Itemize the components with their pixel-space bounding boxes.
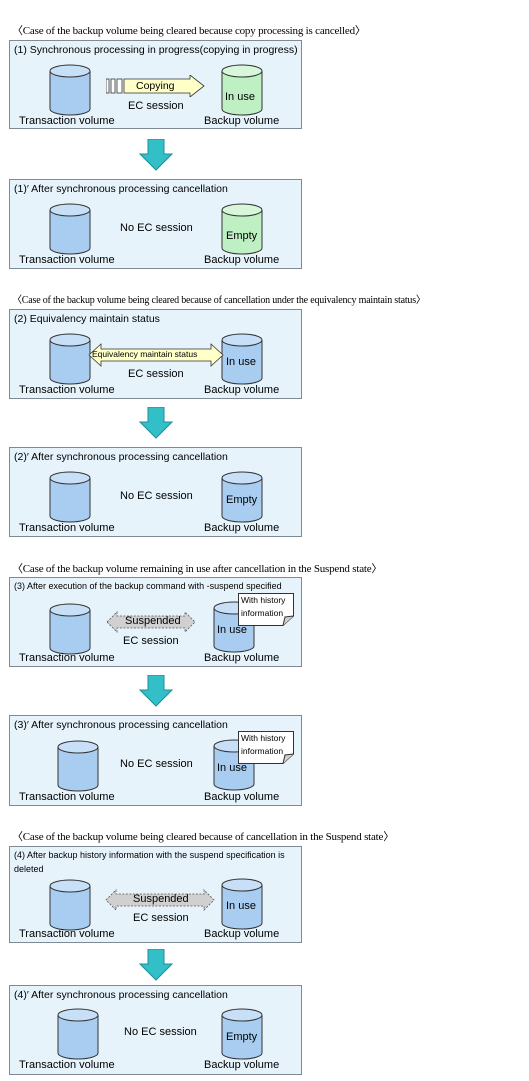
note-line-2: information <box>241 746 284 756</box>
case-1-before-panel: (1) Synchronous processing in progress(c… <box>9 40 302 129</box>
backup-volume-label: Backup volume <box>204 791 280 803</box>
session-label: EC session <box>123 635 179 647</box>
case-2-after-panel: (2)′ After synchronous processing cancel… <box>9 447 302 537</box>
backup-status: Empty <box>226 230 258 242</box>
backup-status: In use <box>217 762 247 774</box>
note-icon <box>238 593 294 626</box>
panel-title: (4) After backup history information wit… <box>14 850 285 874</box>
backup-volume-label: Backup volume <box>204 522 280 534</box>
note-icon <box>238 731 294 764</box>
note-line-2: information <box>241 608 284 618</box>
down-arrow-icon <box>139 675 173 707</box>
backup-volume-label: Backup volume <box>204 254 280 266</box>
transaction-volume-cylinder <box>49 879 91 931</box>
backup-volume-cylinder <box>221 64 263 116</box>
transaction-volume-label: Transaction volume <box>19 384 115 396</box>
transaction-volume-label: Transaction volume <box>19 115 115 127</box>
history-note: With history information <box>238 731 294 764</box>
history-note: With history information <box>238 593 294 626</box>
backup-volume-cylinder <box>221 203 263 255</box>
transaction-volume-cylinder <box>57 1008 99 1060</box>
panel-title: (2) Equivalency maintain status <box>14 313 160 325</box>
case-4-heading: 〈Case of the backup volume being cleared… <box>12 831 395 843</box>
session-label: No EC session <box>120 222 193 234</box>
down-arrow-icon <box>139 139 173 171</box>
backup-status: In use <box>225 91 255 103</box>
backup-volume-cylinder <box>221 1008 263 1060</box>
session-label: No EC session <box>124 1026 197 1038</box>
backup-volume-cylinder <box>221 878 263 930</box>
note-line-1: With history <box>241 733 286 743</box>
session-label: No EC session <box>120 758 193 770</box>
note-line-1: With history <box>241 595 286 605</box>
panel-title: (4)′ After synchronous processing cancel… <box>14 989 228 1001</box>
backup-status: Empty <box>226 494 258 506</box>
case-3-after-panel: (3)′ After synchronous processing cancel… <box>9 715 302 806</box>
backup-status: Empty <box>226 1031 258 1043</box>
backup-volume-cylinder <box>221 333 263 385</box>
panel-title: (1)′ After synchronous processing cancel… <box>14 183 228 195</box>
transaction-volume-label: Transaction volume <box>19 1059 115 1071</box>
case-4-after-panel: (4)′ After synchronous processing cancel… <box>9 985 302 1075</box>
case-1-heading: 〈Case of the backup volume being cleared… <box>12 25 366 37</box>
equivalency-arrow <box>88 343 224 367</box>
down-arrow-icon <box>139 407 173 439</box>
backup-volume-label: Backup volume <box>204 652 280 664</box>
transaction-volume-label: Transaction volume <box>19 254 115 266</box>
suspended-arrow <box>106 611 196 633</box>
arrow-label: Copying <box>136 80 175 92</box>
transaction-volume-cylinder <box>57 740 99 792</box>
arrow-label: Suspended <box>133 893 189 905</box>
backup-status: In use <box>217 624 247 636</box>
case-3-before-panel: (3) After execution of the backup comman… <box>9 577 302 667</box>
arrow-label: Equivalency maintain status <box>92 349 198 359</box>
down-arrow-icon <box>139 949 173 981</box>
backup-volume-label: Backup volume <box>204 928 280 940</box>
arrow-label: Suspended <box>125 615 181 627</box>
transaction-volume-cylinder <box>49 64 91 116</box>
panel-title: (3)′ After synchronous processing cancel… <box>14 719 228 731</box>
case-3-heading: 〈Case of the backup volume remaining in … <box>12 563 383 575</box>
transaction-volume-cylinder <box>49 603 91 655</box>
session-label: EC session <box>128 100 184 112</box>
session-label: EC session <box>128 368 184 380</box>
panel-title: (2)′ After synchronous processing cancel… <box>14 451 228 463</box>
session-label: EC session <box>133 912 189 924</box>
backup-volume-cylinder <box>221 471 263 523</box>
case-2-before-panel: (2) Equivalency maintain status Equivale… <box>9 309 302 399</box>
panel-title: (3) After execution of the backup comman… <box>14 581 282 591</box>
transaction-volume-label: Transaction volume <box>19 928 115 940</box>
transaction-volume-label: Transaction volume <box>19 791 115 803</box>
copying-arrow <box>106 75 205 97</box>
backup-volume-label: Backup volume <box>204 384 280 396</box>
session-label: No EC session <box>120 490 193 502</box>
case-1-after-panel: (1)′ After synchronous processing cancel… <box>9 179 302 269</box>
transaction-volume-label: Transaction volume <box>19 652 115 664</box>
case-4-before-panel: (4) After backup history information wit… <box>9 846 302 943</box>
transaction-volume-cylinder <box>49 203 91 255</box>
backup-volume-label: Backup volume <box>204 115 280 127</box>
backup-status: In use <box>226 356 256 368</box>
transaction-volume-label: Transaction volume <box>19 522 115 534</box>
backup-volume-label: Backup volume <box>204 1059 280 1071</box>
transaction-volume-cylinder <box>49 471 91 523</box>
suspended-arrow <box>105 889 215 911</box>
case-2-heading: 〈Case of the backup volume being cleared… <box>12 295 426 306</box>
transaction-volume-cylinder <box>49 333 91 385</box>
backup-status: In use <box>226 900 256 912</box>
panel-title: (1) Synchronous processing in progress(c… <box>14 44 298 56</box>
